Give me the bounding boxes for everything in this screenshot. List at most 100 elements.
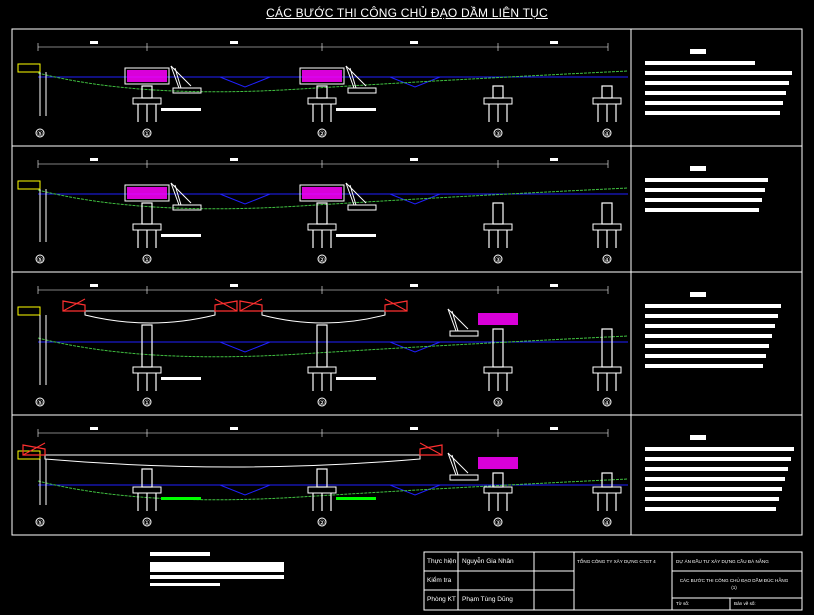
- crane-barge: [449, 330, 479, 337]
- pile-note-bar: [336, 108, 376, 111]
- pier-4: ④: [592, 328, 622, 407]
- form-traveler: [419, 442, 443, 456]
- traveler-brace: [419, 442, 443, 456]
- crane-barge: [172, 87, 202, 94]
- note-line: [645, 188, 765, 192]
- abutment-label-circle: [35, 254, 45, 264]
- outer-frame: [11, 28, 803, 536]
- crane-barge: [347, 204, 377, 211]
- pier-table-segment: [478, 313, 518, 325]
- crane-boom: [345, 182, 355, 206]
- crane-barge: [172, 204, 202, 211]
- crane: [170, 182, 202, 211]
- riverbed: [389, 193, 441, 205]
- note-heading: [690, 435, 706, 440]
- ground-profile: [37, 70, 629, 93]
- abutment: [17, 306, 41, 316]
- drawing-name: CÁC BƯỚC THI CÔNG CHỦ ĐẠO DẦM ĐÚC HẪNG (…: [679, 578, 789, 590]
- pier-table-segment: [302, 187, 342, 199]
- pier-column: [601, 202, 613, 225]
- traveler-brace: [22, 442, 46, 456]
- name-1: Nguyễn Gia Nhân: [462, 558, 514, 565]
- note-line: [645, 467, 788, 471]
- pier-1: ①: [132, 202, 201, 264]
- pier-label: ①: [144, 256, 150, 264]
- pier-label-circle: [602, 517, 612, 527]
- note-line: [645, 457, 791, 461]
- crane: [447, 452, 479, 481]
- pier-2: ②: [307, 468, 376, 527]
- note-line: [645, 324, 775, 328]
- note-line: [645, 487, 782, 491]
- form-traveler: [22, 442, 46, 456]
- dimension-label: [90, 158, 98, 161]
- traveler-brace: [214, 298, 238, 312]
- crane: [345, 182, 377, 211]
- ground-profile: [37, 187, 629, 210]
- pier-3: ③: [483, 202, 513, 264]
- pile-cap: [132, 366, 162, 374]
- pier-column: [141, 468, 153, 488]
- name-3: Phạm Tùng Dũng: [462, 596, 513, 603]
- crane-boom: [345, 65, 355, 89]
- riverbed: [389, 341, 441, 353]
- pile-cap: [592, 223, 622, 231]
- pier-label-circle: [493, 397, 503, 407]
- dimension-label: [230, 41, 238, 44]
- riverbed: [219, 193, 271, 205]
- pier-label-circle: [602, 128, 612, 138]
- note-line: [645, 178, 768, 182]
- pile-cap: [307, 366, 337, 374]
- crane-boom: [170, 182, 180, 206]
- traveler-brace: [62, 298, 86, 312]
- pier-table-segment: [127, 70, 167, 82]
- pier-column: [316, 202, 328, 225]
- abutment: [17, 63, 41, 73]
- pier-table-formwork: [124, 67, 170, 85]
- crane-cable: [447, 452, 469, 474]
- role-3: Phòng KT: [427, 596, 456, 603]
- dimension-label: [550, 284, 558, 287]
- pier-label: ③: [495, 256, 501, 264]
- riverbed: [389, 484, 441, 496]
- note-line: [645, 304, 781, 308]
- dimension-label: [90, 284, 98, 287]
- ground-profile: [37, 335, 629, 358]
- dimension-label: [550, 158, 558, 161]
- crane-barge: [449, 474, 479, 481]
- pile-cap: [483, 97, 513, 105]
- sheet-total: Bản vẽ số:: [734, 601, 756, 606]
- pile-cap: [132, 97, 162, 105]
- pile-cap: [307, 223, 337, 231]
- note-line: [645, 354, 766, 358]
- pile-cap: [307, 97, 337, 105]
- note-heading: [690, 166, 706, 171]
- form-traveler: [239, 298, 263, 312]
- role-1: Thực hiện: [427, 558, 457, 565]
- pier-column: [492, 85, 504, 99]
- dimension-label: [230, 284, 238, 287]
- dimension-label: [410, 41, 418, 44]
- pier-table-formwork: [299, 184, 345, 202]
- pile-note-bar: [161, 377, 201, 380]
- riverbed: [219, 76, 271, 88]
- note-line: [645, 111, 780, 115]
- crane-cable: [447, 308, 469, 330]
- pile-note-bar: [336, 377, 376, 380]
- cantilever-girder: [261, 310, 386, 324]
- crane-cable: [170, 182, 192, 204]
- dimension-label: [410, 158, 418, 161]
- pier-label-circle: [142, 397, 152, 407]
- dimension-label: [230, 427, 238, 430]
- pier-1: ①: [132, 85, 201, 138]
- pile-cap: [307, 486, 337, 494]
- pier-table-segment: [302, 70, 342, 82]
- pier-2: ②: [307, 85, 376, 138]
- dimension-label: [550, 41, 558, 44]
- pile-cap: [483, 366, 513, 374]
- abutment-label-circle: [35, 397, 45, 407]
- legend-block: [150, 552, 284, 586]
- pier-label: ④: [604, 130, 610, 138]
- note-line: [645, 101, 783, 105]
- pier-label: ③: [495, 519, 501, 527]
